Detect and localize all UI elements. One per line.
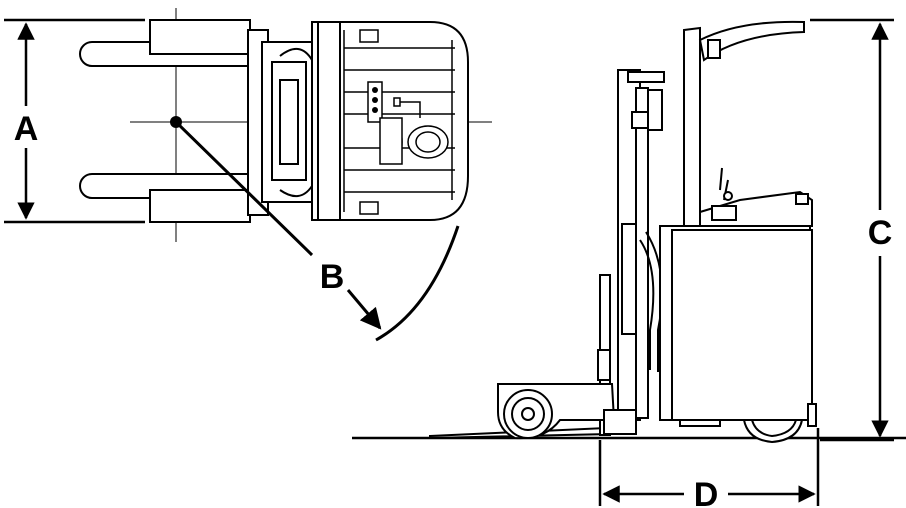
turning-arc xyxy=(375,225,460,342)
dimension-d xyxy=(598,428,820,506)
turning-radius-arrow xyxy=(346,289,382,330)
top-view xyxy=(79,8,492,242)
dimension-c xyxy=(810,18,894,442)
dimension-a xyxy=(4,18,145,224)
label-d: D xyxy=(694,476,719,508)
turning-radius-line xyxy=(174,120,314,257)
top-carriage-lower xyxy=(149,189,251,223)
label-b: B xyxy=(320,258,345,296)
label-c: C xyxy=(868,214,893,252)
side-rear-wheel xyxy=(742,419,804,444)
label-a: A xyxy=(14,110,39,148)
side-view xyxy=(429,20,817,444)
side-overhead-guard xyxy=(683,26,701,233)
top-carriage-upper xyxy=(149,19,251,55)
